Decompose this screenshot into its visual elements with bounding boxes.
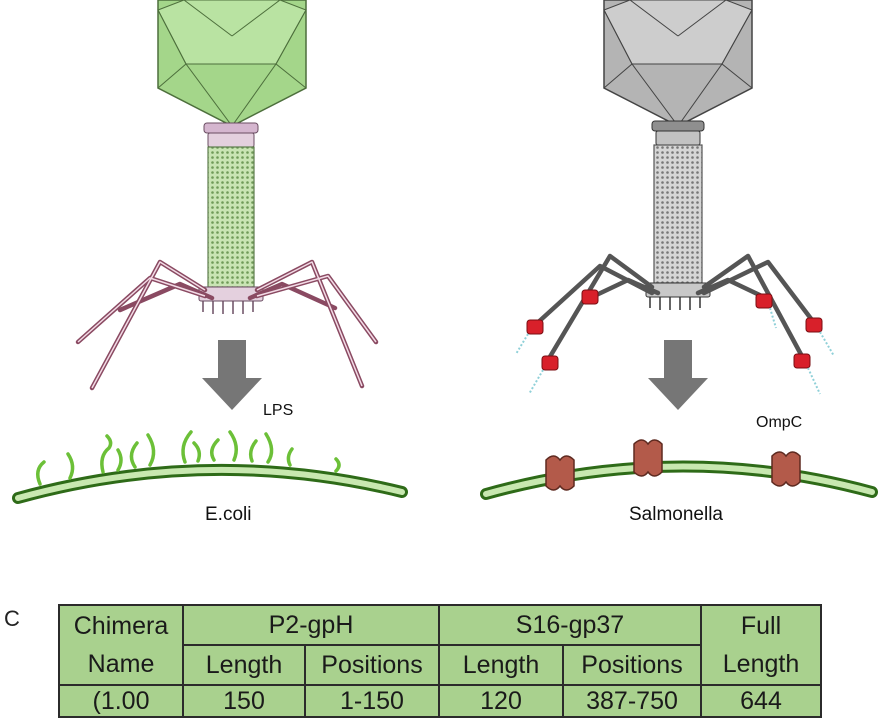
porin-icon (545, 439, 801, 491)
lps-label: LPS (263, 402, 294, 419)
table-cell: (1.00 (58, 684, 184, 718)
table-cell: 120 (438, 684, 564, 718)
receptor-binding-tips (526, 289, 823, 371)
table-cell: 387-750 (562, 684, 702, 718)
table-cell: 150 (182, 684, 306, 718)
membrane-icon (12, 430, 408, 504)
header-p2-length: Length (182, 644, 306, 686)
membrane-icon (480, 460, 878, 500)
table-cell: 644 (700, 684, 822, 718)
table-row: (1.00 150 1-150 120 387-750 644 (58, 684, 822, 718)
chimera-table: Chimera Name P2-gpH S16-gp37 Full Length… (58, 604, 822, 718)
header-s16-length: Length (438, 644, 564, 686)
table-cell: 1-150 (304, 684, 440, 718)
header-p2-gph: P2-gpH (182, 604, 440, 646)
header-chimera-text: Chimera Name (73, 612, 169, 678)
ecoli-label: E.coli (205, 504, 252, 525)
salmonella-phage-icon (515, 0, 835, 395)
panel-label: C (4, 606, 20, 631)
header-chimera: Chimera Name (58, 604, 184, 686)
ompc-label: OmpC (756, 414, 803, 431)
header-s16-positions: Positions (562, 644, 702, 686)
header-s16-gp37: S16-gp37 (438, 604, 702, 646)
down-arrow-icon (202, 340, 262, 410)
down-arrow-icon (648, 340, 708, 410)
salmonella-label: Salmonella (629, 504, 723, 525)
header-full-length: Full Length (700, 604, 822, 686)
header-full-length-text: Full Length (722, 612, 800, 678)
phage-diagram (12, 0, 878, 504)
header-p2-positions: Positions (304, 644, 440, 686)
ecoli-phage-icon (75, 0, 379, 391)
